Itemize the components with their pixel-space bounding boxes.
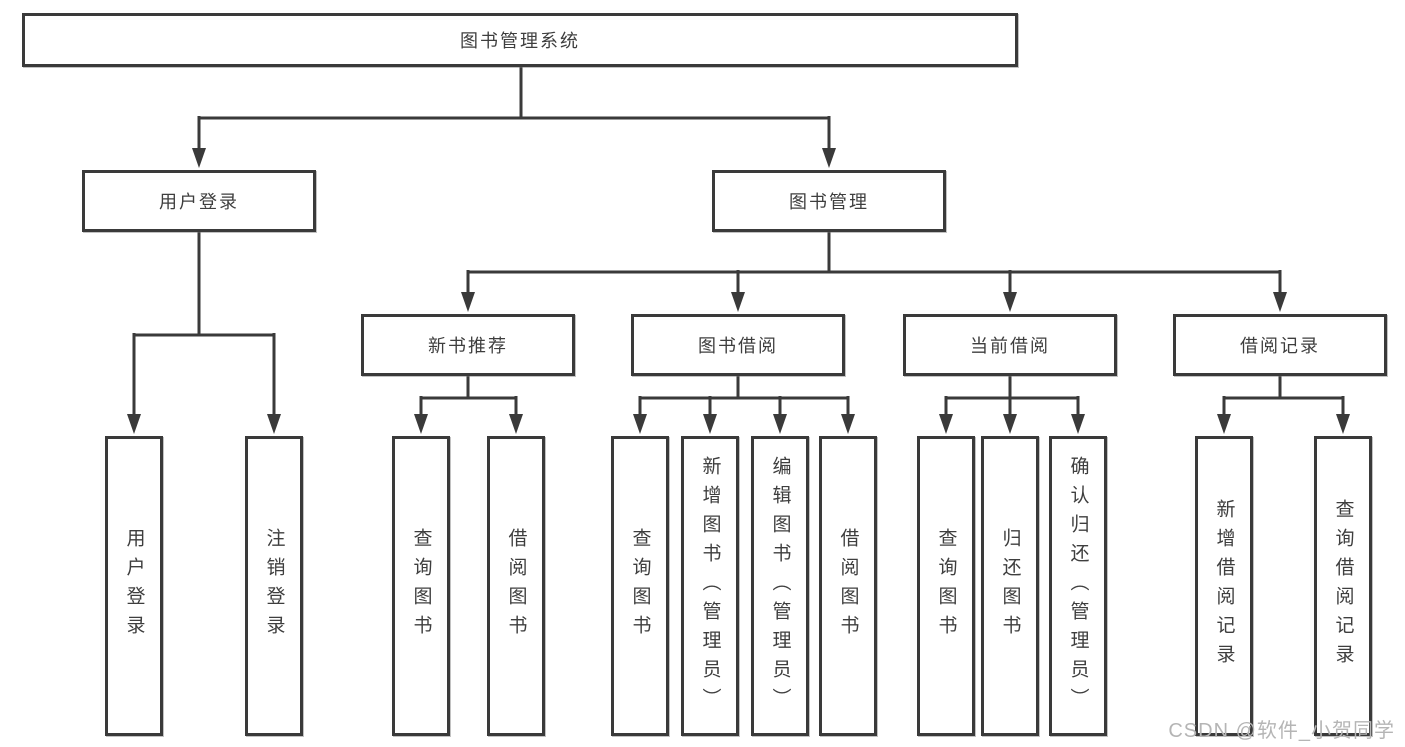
leaf-add-borrow-record: 新增借阅记录 <box>1195 436 1253 736</box>
node-label: 图书管理 <box>789 192 869 212</box>
node-book-management: 图书管理 <box>712 170 946 232</box>
leaf-label: 编辑图书（管理员） <box>769 455 791 717</box>
node-new-book-recommend: 新书推荐 <box>361 314 575 376</box>
leaf-label: 借阅图书 <box>837 528 859 644</box>
node-label: 当前借阅 <box>970 336 1050 356</box>
node-root-system: 图书管理系统 <box>22 13 1018 67</box>
arrow-down-icons <box>127 148 1350 434</box>
leaf-label: 用户登录 <box>123 528 145 644</box>
leaf-label: 注销登录 <box>263 528 285 644</box>
leaf-label: 新增图书（管理员） <box>699 455 721 717</box>
csdn-watermark: CSDN @软件_小贺同学 <box>1168 720 1395 742</box>
leaf-edit-books-admin: 编辑图书（管理员） <box>751 436 809 736</box>
leaf-confirm-return-admin: 确认归还（管理员） <box>1049 436 1107 736</box>
leaf-label: 借阅图书 <box>505 528 527 644</box>
leaf-logout: 注销登录 <box>245 436 303 736</box>
leaf-label: 新增借阅记录 <box>1213 499 1235 673</box>
leaf-query-books-current: 查询图书 <box>917 436 975 736</box>
node-user-login: 用户登录 <box>82 170 316 232</box>
node-label: 新书推荐 <box>428 336 508 356</box>
node-current-borrow: 当前借阅 <box>903 314 1117 376</box>
leaf-borrow-books: 借阅图书 <box>819 436 877 736</box>
leaf-label: 确认归还（管理员） <box>1067 455 1089 717</box>
leaf-add-books-admin: 新增图书（管理员） <box>681 436 739 736</box>
leaf-user-login: 用户登录 <box>105 436 163 736</box>
leaf-borrow-books-recommend: 借阅图书 <box>487 436 545 736</box>
leaf-label: 查询图书 <box>629 528 651 644</box>
leaf-query-books-borrow: 查询图书 <box>611 436 669 736</box>
leaf-query-borrow-record: 查询借阅记录 <box>1314 436 1372 736</box>
node-borrow-records: 借阅记录 <box>1173 314 1387 376</box>
node-label: 用户登录 <box>159 192 239 212</box>
tree-edges <box>132 66 1345 416</box>
node-label: 图书借阅 <box>698 336 778 356</box>
node-root-label: 图书管理系统 <box>460 31 580 51</box>
leaf-return-books: 归还图书 <box>981 436 1039 736</box>
leaf-label: 查询图书 <box>935 528 957 644</box>
leaf-query-books-recommend: 查询图书 <box>392 436 450 736</box>
node-label: 借阅记录 <box>1240 336 1320 356</box>
leaf-label: 查询图书 <box>410 528 432 644</box>
node-book-borrow: 图书借阅 <box>631 314 845 376</box>
leaf-label: 查询借阅记录 <box>1332 499 1354 673</box>
leaf-label: 归还图书 <box>999 528 1021 644</box>
